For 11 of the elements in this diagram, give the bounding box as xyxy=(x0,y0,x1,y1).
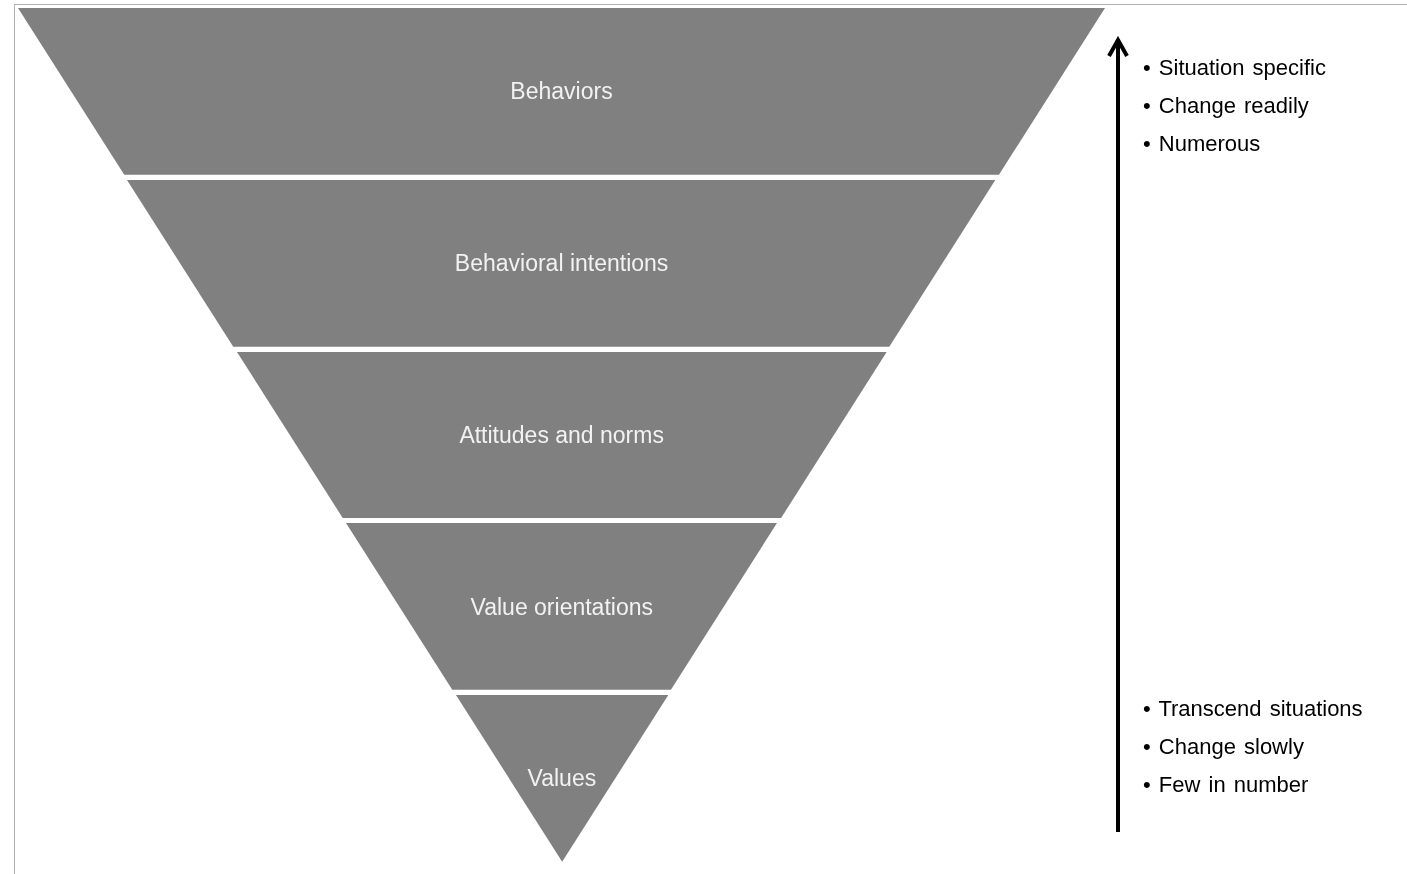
bullet-text: • Change readily xyxy=(1143,92,1310,120)
bullet-text: • Situation specific xyxy=(1143,54,1326,82)
band-label: Attitudes and norms xyxy=(459,420,664,450)
bullet-text: • Change slowly xyxy=(1143,733,1305,761)
bullet-text: • Numerous xyxy=(1143,130,1262,158)
bullet-text: • Transcend situations xyxy=(1143,695,1363,723)
bullet-text: • Few in number xyxy=(1143,771,1310,799)
band-label: Behavioral intentions xyxy=(454,248,669,278)
band-label: Value orientations xyxy=(470,592,653,622)
band-label: Values xyxy=(527,764,597,794)
band-label: Behaviors xyxy=(510,77,613,107)
